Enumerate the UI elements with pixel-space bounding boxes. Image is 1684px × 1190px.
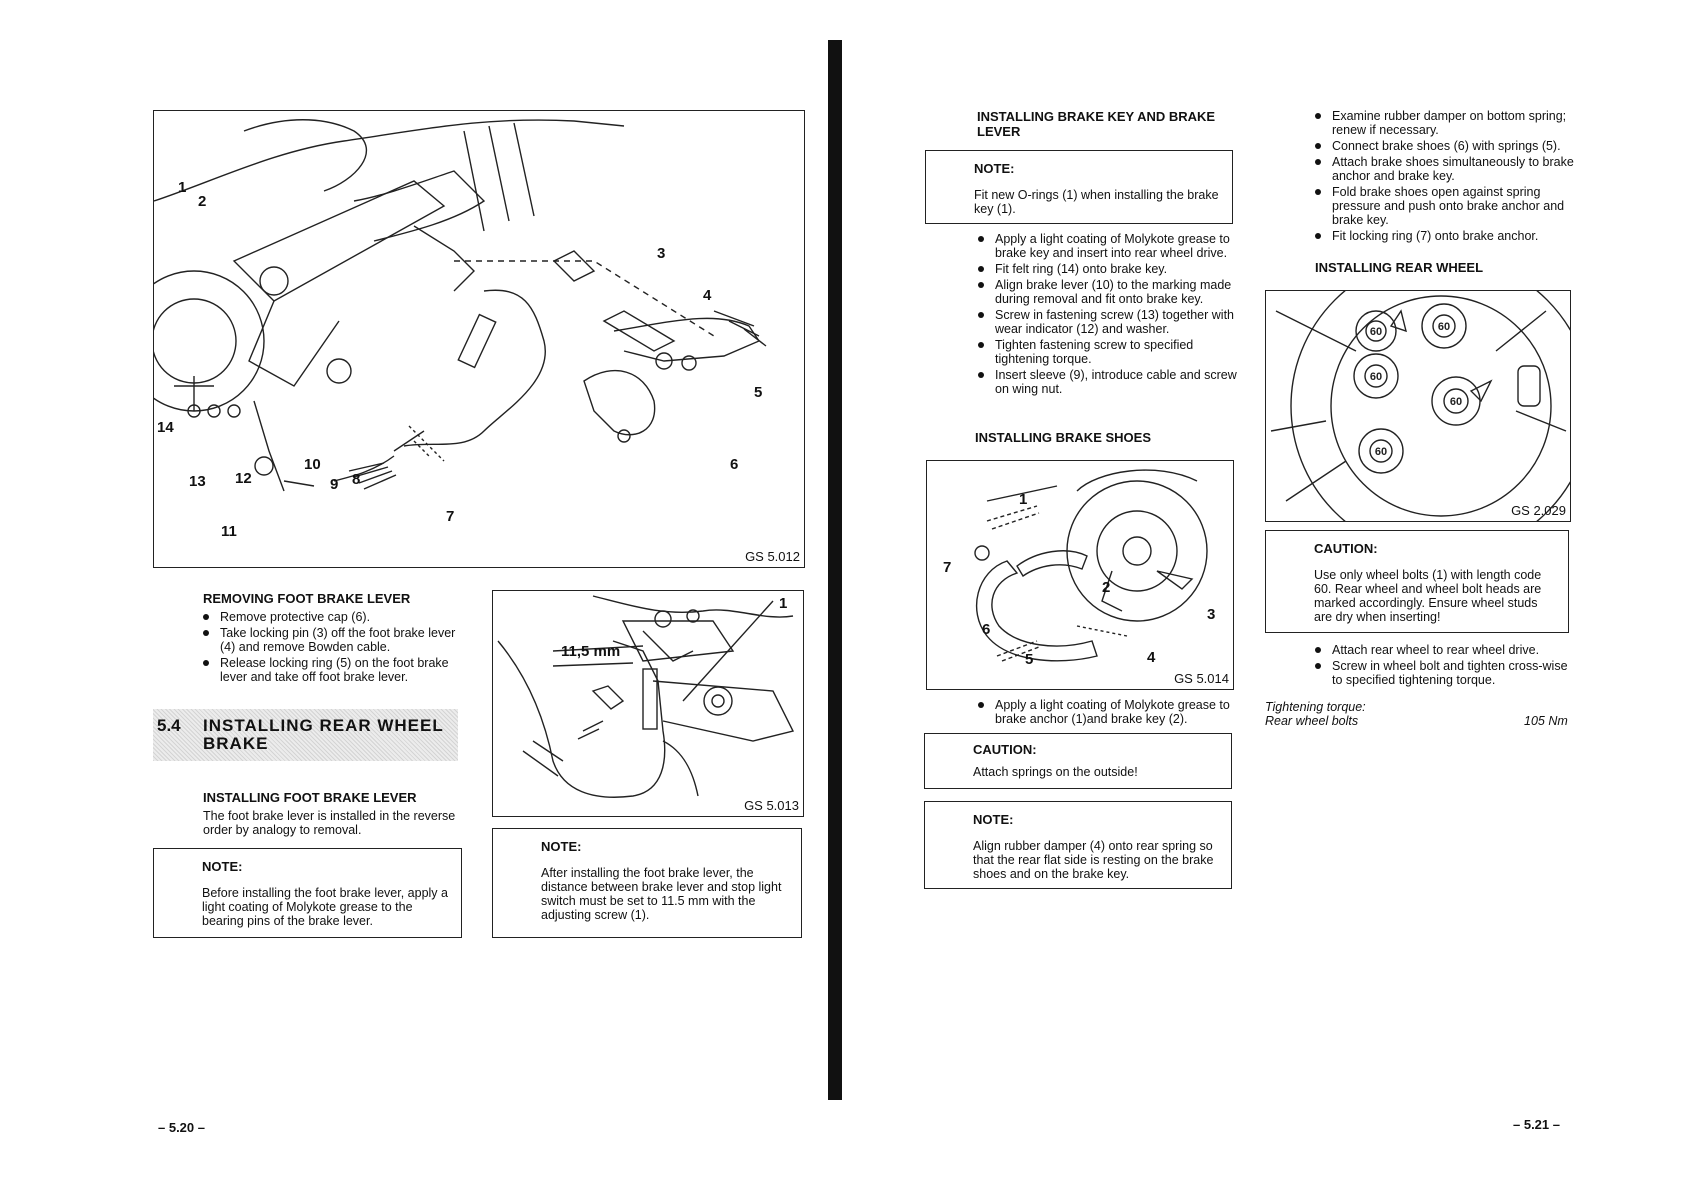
- figure-reference: GS 5.014: [1174, 671, 1229, 686]
- caution-text: Use only wheel bolts (1) with length cod…: [1314, 568, 1542, 624]
- list-item: Insert sleeve (9), introduce cable and s…: [975, 368, 1237, 396]
- bolt-mark: 60: [1370, 371, 1382, 383]
- callout-12: 12: [235, 470, 252, 487]
- torque-label: Tightening torque:: [1265, 700, 1366, 714]
- note-title: NOTE:: [541, 839, 582, 854]
- rear-wheel-steps-list: Attach rear wheel to rear wheel drive. S…: [1312, 643, 1578, 689]
- list-item: Fold brake shoes open against spring pre…: [1312, 185, 1578, 227]
- list-item: Screw in fastening screw (13) together w…: [975, 308, 1237, 336]
- section-heading: 5.4 INSTALLING REAR WHEEL BRAKE: [153, 709, 458, 761]
- note-text: After installing the foot brake lever, t…: [541, 866, 782, 922]
- section-title: INSTALLING REAR WHEEL BRAKE: [203, 716, 444, 753]
- bolt-mark: 60: [1450, 396, 1462, 408]
- list-item: Release locking ring (5) on the foot bra…: [200, 656, 465, 684]
- list-item: Tighten fastening screw to specified tig…: [975, 338, 1237, 366]
- brake-key-steps-list: Apply a light coating of Molykote grease…: [975, 232, 1237, 398]
- callout-11: 11: [221, 523, 237, 540]
- callout-7: 7: [446, 508, 455, 525]
- list-item: Screw in wheel bolt and tighten cross-wi…: [1312, 659, 1578, 687]
- figure-reference: GS 2.029: [1511, 503, 1566, 518]
- list-item: Apply a light coating of Molykote grease…: [975, 232, 1237, 260]
- brake-shoes-drawing: [974, 469, 1208, 662]
- note-text: Fit new O-rings (1) when installing the …: [974, 188, 1219, 216]
- list-item: Take locking pin (3) off the foot brake …: [200, 626, 465, 654]
- rear-wheel-hub-drawing: 60 60 60 60 60: [1270, 291, 1570, 521]
- figure-rear-wheel: 60 60 60 60 60 GS 2.029: [1265, 290, 1571, 522]
- note-box-1: NOTE: Before installing the foot brake l…: [153, 848, 462, 938]
- callout-10: 10: [304, 456, 321, 473]
- callout-9: 9: [330, 476, 339, 493]
- callout-8: 8: [352, 471, 361, 488]
- note-box-3: NOTE: Fit new O-rings (1) when installin…: [925, 150, 1233, 224]
- bolt-mark: 60: [1375, 446, 1387, 458]
- bolt-mark: 60: [1438, 321, 1450, 333]
- list-item: Fit felt ring (14) onto brake key.: [975, 262, 1237, 276]
- brake-shoes-steps-list: Examine rubber damper on bottom spring; …: [1312, 109, 1578, 245]
- callout-4: 4: [1147, 649, 1156, 666]
- section-number: 5.4: [157, 716, 181, 735]
- callout-2: 2: [198, 193, 207, 210]
- caution-box-2: CAUTION: Use only wheel bolts (1) with l…: [1265, 530, 1569, 633]
- caution-title: CAUTION:: [1314, 541, 1378, 556]
- note-title: NOTE:: [202, 859, 243, 874]
- installing-text: The foot brake lever is installed in the…: [203, 809, 456, 837]
- stop-light-switch-drawing: [497, 595, 795, 798]
- callout-2: 2: [1102, 579, 1111, 596]
- brake-key-heading: INSTALLING BRAKE KEY AND BRAKE LEVER: [977, 109, 1216, 139]
- note-text: Before installing the foot brake lever, …: [202, 886, 448, 928]
- list-item: Connect brake shoes (6) with springs (5)…: [1312, 139, 1578, 153]
- callout-6: 6: [982, 621, 991, 638]
- installing-heading: INSTALLING FOOT BRAKE LEVER: [203, 790, 417, 805]
- list-item: Apply a light coating of Molykote grease…: [975, 698, 1237, 726]
- callout-1: 1: [1019, 491, 1028, 508]
- note-title: NOTE:: [974, 161, 1015, 176]
- callout-1: 1: [779, 595, 788, 612]
- callout-5: 5: [1025, 651, 1034, 668]
- caution-title: CAUTION:: [973, 742, 1037, 757]
- page-number-left: – 5.20 –: [158, 1120, 205, 1135]
- page-binding-shadow: [828, 40, 842, 1100]
- brake-shoes-step: Apply a light coating of Molykote grease…: [975, 698, 1237, 728]
- rear-wheel-heading: INSTALLING REAR WHEEL: [1315, 260, 1484, 275]
- figure-foot-brake-lever: 1 2 3 4 5 6 7 8 9 10 11 12 13 14 GS 5.01…: [153, 110, 805, 568]
- list-item: Align brake lever (10) to the marking ma…: [975, 278, 1237, 306]
- removing-heading: REMOVING FOOT BRAKE LEVER: [203, 591, 411, 606]
- figure-brake-shoes: 1 2 3 4 5 6 7 GS 5.014: [926, 460, 1234, 690]
- callout-3: 3: [657, 245, 666, 262]
- page-number-right: – 5.21 –: [1513, 1117, 1560, 1132]
- list-item: Fit locking ring (7) onto brake anchor.: [1312, 229, 1578, 243]
- caution-text: Attach springs on the outside!: [973, 765, 1138, 779]
- caution-box-1: CAUTION: Attach springs on the outside!: [924, 733, 1232, 789]
- dimension-label: 11,5 mm: [561, 643, 621, 660]
- callout-1: 1: [178, 179, 187, 196]
- callout-4: 4: [703, 287, 712, 304]
- bolt-mark: 60: [1370, 326, 1382, 338]
- torque-item: Rear wheel bolts: [1265, 714, 1359, 728]
- list-item: Attach rear wheel to rear wheel drive.: [1312, 643, 1578, 657]
- callout-3: 3: [1207, 606, 1216, 623]
- callout-7: 7: [943, 559, 952, 576]
- foot-brake-assembly-drawing: [154, 119, 767, 492]
- callout-13: 13: [189, 473, 206, 490]
- figure-reference: GS 5.013: [744, 798, 799, 813]
- figure-stop-light-switch: 11,5 mm 1 GS 5.013: [492, 590, 804, 817]
- torque-value: 105 Nm: [1524, 714, 1568, 728]
- list-item: Attach brake shoes simultaneously to bra…: [1312, 155, 1578, 183]
- callout-5: 5: [754, 384, 763, 401]
- removing-steps-list: Remove protective cap (6). Take locking …: [200, 610, 465, 686]
- note-box-2: NOTE: After installing the foot brake le…: [492, 828, 802, 938]
- figure-reference: GS 5.012: [745, 549, 800, 564]
- list-item: Remove protective cap (6).: [200, 610, 465, 624]
- note-text: Align rubber damper (4) onto rear spring…: [973, 839, 1214, 881]
- list-item: Examine rubber damper on bottom spring; …: [1312, 109, 1578, 137]
- note-title: NOTE:: [973, 812, 1014, 827]
- note-box-4: NOTE: Align rubber damper (4) onto rear …: [924, 801, 1232, 889]
- brake-shoes-heading: INSTALLING BRAKE SHOES: [975, 430, 1151, 445]
- callout-6: 6: [730, 456, 739, 473]
- callout-14: 14: [157, 419, 174, 436]
